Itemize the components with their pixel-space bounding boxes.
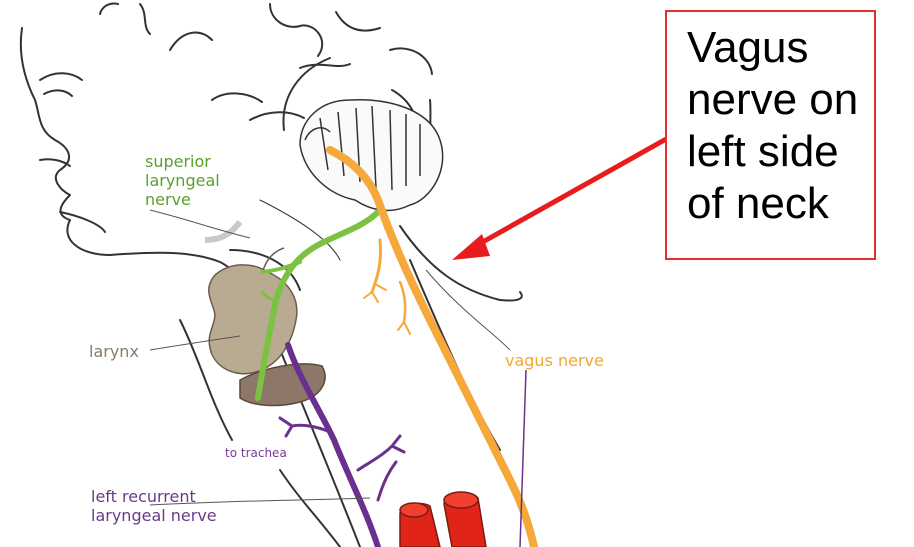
aortic-arch-vessels [400,492,486,547]
callout-text: Vagus nerve on left side of neck [687,22,864,230]
left-recurrent-laryngeal-nerve-label: left recurrent laryngeal nerve [91,487,217,525]
vagus-nerve [330,150,534,547]
callout-box: Vagus nerve on left side of neck [665,10,876,260]
recurrent-laryngeal-nerve [280,345,404,547]
superior-laryngeal-nerve-label: superior laryngeal nerve [145,152,220,209]
callout-arrow [452,138,668,260]
vagus-nerve-label: vagus nerve [505,351,604,370]
to-trachea-label: to trachea [225,444,287,463]
larynx-label: larynx [89,342,139,361]
